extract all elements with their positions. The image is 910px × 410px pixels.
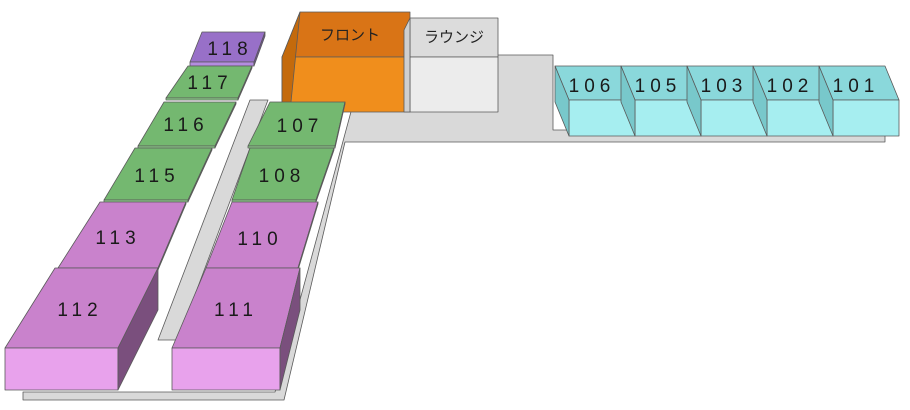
room-side-face <box>117 267 159 391</box>
room-101[interactable]: 101 <box>818 65 900 137</box>
front-desk-label: フロント <box>320 26 380 44</box>
room-side-face <box>554 65 570 137</box>
lounge-block[interactable]: ラウンジ <box>403 17 499 113</box>
west-inner-wing: 107 108 110 111 <box>171 101 346 391</box>
room-118[interactable]: 118 <box>189 31 266 67</box>
room-side-face <box>279 267 301 391</box>
room-number-label: 108 <box>259 166 306 187</box>
room-number-label: 118 <box>207 39 252 60</box>
room-number-label: 105 <box>635 76 682 97</box>
room-105[interactable]: 105 <box>620 65 702 137</box>
room-103[interactable]: 103 <box>686 65 768 137</box>
lounge-side-face <box>403 17 411 113</box>
room-front-face <box>832 99 900 137</box>
room-number-label: 117 <box>187 73 232 94</box>
room-102[interactable]: 102 <box>752 65 834 137</box>
room-front-face <box>171 347 281 391</box>
room-107[interactable]: 107 <box>247 101 346 149</box>
room-number-label: 110 <box>237 229 282 250</box>
room-side-face <box>620 65 636 137</box>
room-117[interactable]: 117 <box>165 65 253 101</box>
room-side-face <box>187 147 213 203</box>
room-number-label: 113 <box>95 228 140 249</box>
room-side-face <box>253 31 266 67</box>
lounge-label: ラウンジ <box>424 28 484 46</box>
room-front-face <box>189 61 255 67</box>
corridor-floor-shape <box>157 99 269 341</box>
room-side-face <box>237 65 253 101</box>
room-112[interactable]: 112 <box>4 267 159 391</box>
room-108[interactable]: 108 <box>231 147 335 203</box>
room-111[interactable]: 111 <box>171 267 301 391</box>
room-115[interactable]: 115 <box>103 147 213 203</box>
room-side-face <box>334 101 346 149</box>
room-number-label: 103 <box>701 76 748 97</box>
room-number-label: 116 <box>163 115 208 136</box>
room-number-label: 112 <box>57 300 102 321</box>
lounge-face <box>409 56 499 113</box>
room-number-label: 101 <box>833 76 880 97</box>
room-front-face <box>4 347 119 391</box>
room-116[interactable]: 116 <box>137 101 237 149</box>
east-wing: 106 105 103 102 101 <box>554 65 900 137</box>
room-106[interactable]: 106 <box>554 65 636 137</box>
room-side-face <box>686 65 702 137</box>
room-front-face <box>165 97 239 101</box>
room-number-label: 106 <box>569 76 616 97</box>
room-113[interactable]: 113 <box>57 201 187 271</box>
room-number-label: 111 <box>214 300 258 321</box>
west-outer-wing: 118 117 116 115 113 112 <box>4 31 266 391</box>
facilities: フロント ラウンジ <box>281 11 499 113</box>
front-desk-block[interactable]: フロント <box>281 11 411 113</box>
room-number-label: 107 <box>277 116 324 137</box>
room-number-label: 102 <box>767 76 814 97</box>
room-side-face <box>818 65 834 137</box>
room-number-label: 115 <box>134 166 179 187</box>
room-side-face <box>214 101 237 149</box>
room-side-face <box>752 65 768 137</box>
